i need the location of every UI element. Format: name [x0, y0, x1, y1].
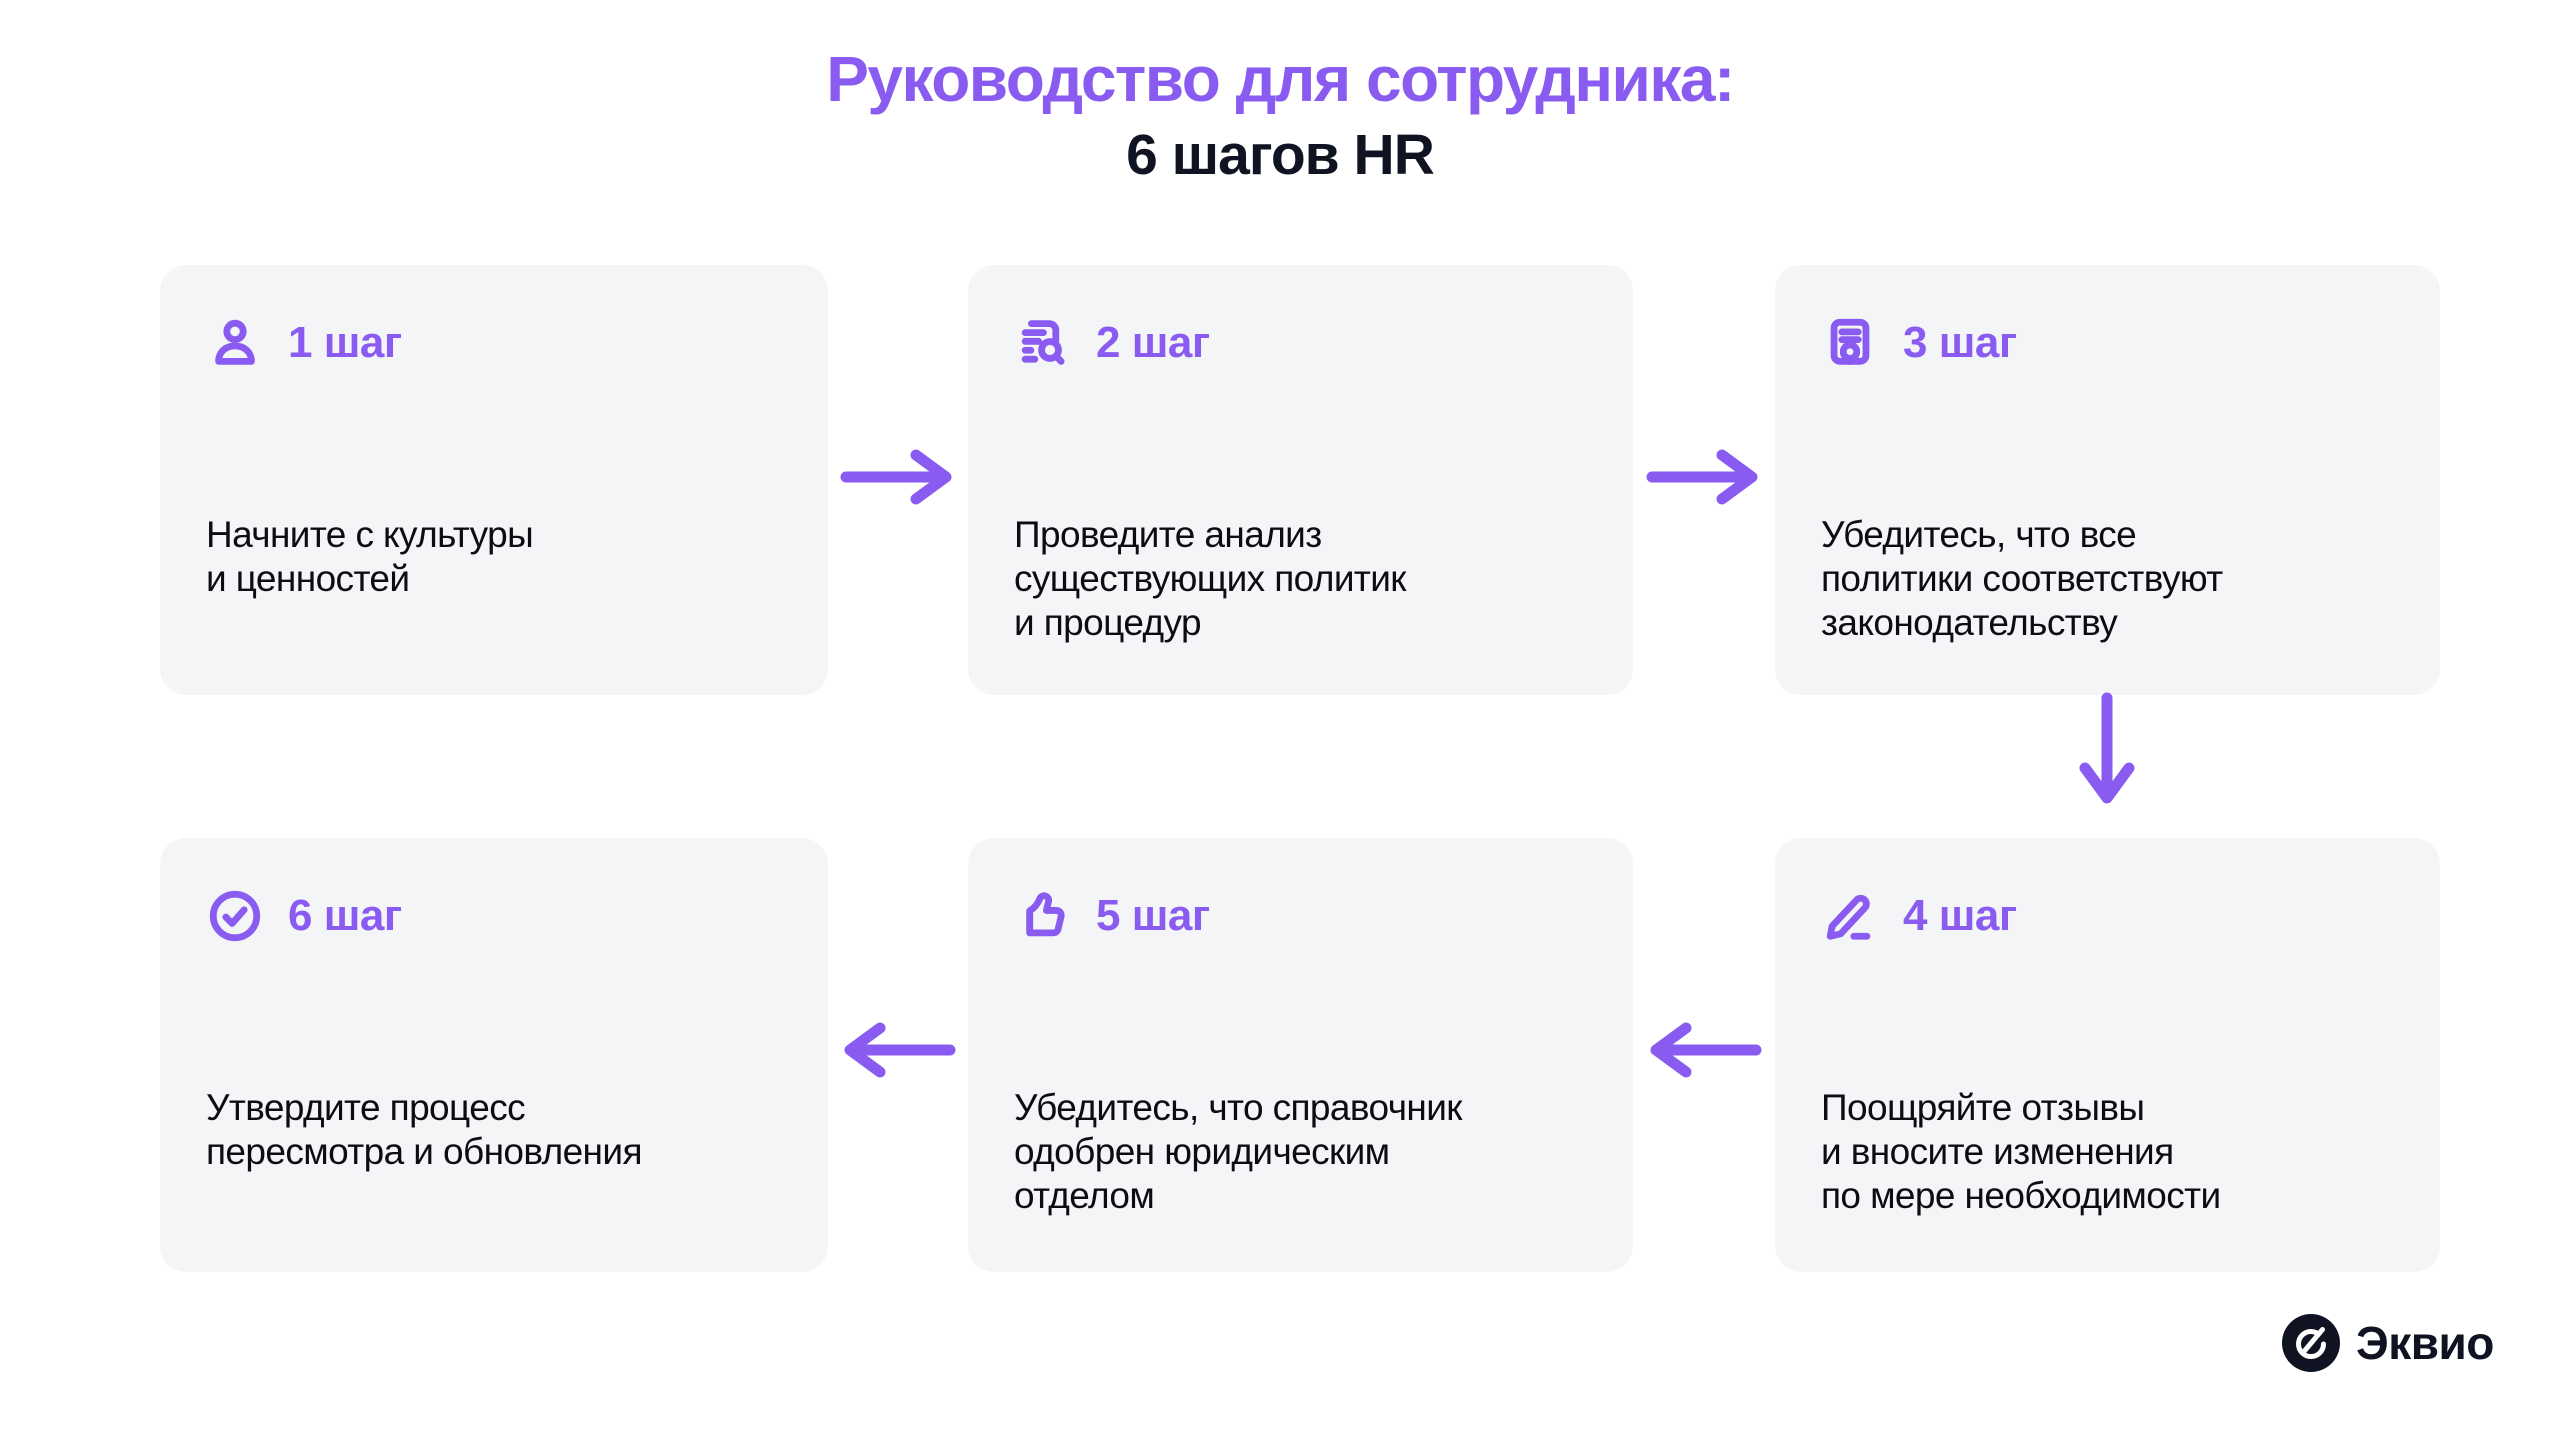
- step-card-2-header: 2 шаг: [1014, 313, 1210, 373]
- step-label: 1 шаг: [288, 318, 402, 367]
- arrow-left-icon: [844, 1022, 956, 1078]
- step-card-5: 5 шаг Убедитесь, что справочник одобрен …: [968, 838, 1633, 1272]
- step-label: 2 шаг: [1096, 318, 1210, 367]
- step-description: Проведите анализ существующих политик и …: [1014, 514, 1407, 643]
- step-description: Утвердите процесс пересмотра и обновлени…: [206, 1087, 643, 1172]
- ekvio-logo-mark-icon: [2282, 1314, 2340, 1372]
- step-card-6: 6 шаг Утвердите процесс пересмотра и обн…: [160, 838, 828, 1272]
- user-icon: [215, 319, 255, 365]
- step-description: Убедитесь, что все политики соответствую…: [1821, 514, 2223, 643]
- pencil-icon: [1826, 894, 1871, 940]
- arrow-left-icon: [1650, 1022, 1762, 1078]
- step-card-2: 2 шаг Проведите анализ существующих поли…: [968, 265, 1633, 695]
- certificate-icon: [1830, 318, 1870, 365]
- ekvio-logo-text: Эквио: [2356, 1317, 2494, 1369]
- step-label: 5 шаг: [1096, 891, 1210, 940]
- step-label: 3 шаг: [1903, 318, 2017, 367]
- step-label: 4 шаг: [1903, 891, 2017, 940]
- step-card-1-header: 1 шаг: [206, 313, 402, 373]
- step-card-5-header: 5 шаг: [1014, 886, 1210, 946]
- step-label: 6 шаг: [288, 891, 402, 940]
- page-title-line1: Руководство для сотрудника:: [826, 43, 1735, 115]
- document-search-icon: [1021, 320, 1065, 365]
- step-card-4-header: 4 шаг: [1821, 886, 2017, 946]
- step-card-4: 4 шаг Поощряйте отзывы и вносите изменен…: [1775, 838, 2440, 1272]
- step-card-6-header: 6 шаг: [206, 886, 402, 946]
- check-circle-icon: [209, 890, 261, 942]
- step-description: Убедитесь, что справочник одобрен юридич…: [1014, 1087, 1462, 1216]
- step-card-3: 3 шаг Убедитесь, что все политики соотве…: [1775, 265, 2440, 695]
- step-card-3-header: 3 шаг: [1821, 313, 2017, 373]
- thumbs-up-icon: [1026, 892, 1065, 937]
- step-description: Поощряйте отзывы и вносите изменения по …: [1821, 1087, 2221, 1216]
- arrow-right-icon: [1646, 449, 1758, 505]
- ekvio-logo: Эквио: [2282, 1314, 2494, 1372]
- arrow-right-icon: [840, 449, 952, 505]
- page-title-line2: 6 шагов HR: [1126, 122, 1435, 187]
- step-description: Начните с культуры и ценностей: [206, 514, 534, 599]
- arrow-down-icon: [2079, 692, 2135, 804]
- step-card-1: 1 шаг Начните с культуры и ценностей: [160, 265, 828, 695]
- page-title: Руководство для сотрудника: 6 шагов HR: [0, 43, 2560, 188]
